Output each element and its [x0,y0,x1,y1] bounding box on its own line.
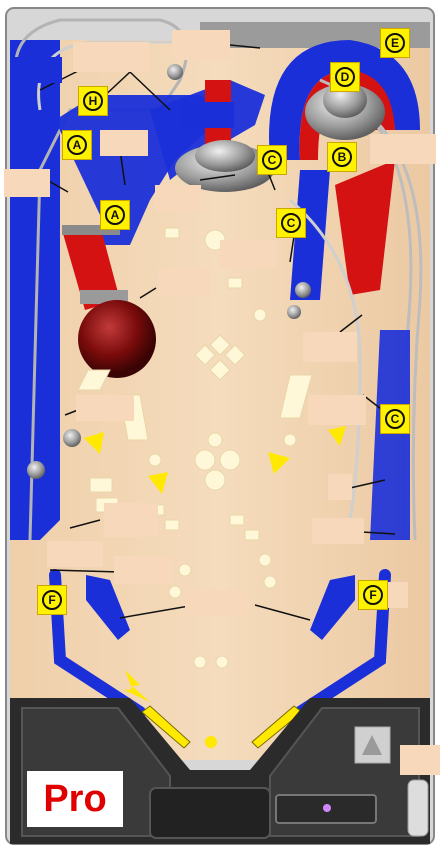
label-box [73,42,149,72]
label-box [47,541,103,567]
steel-ball-1 [63,429,81,447]
label-box [100,130,148,156]
steel-ball-4 [287,305,301,319]
callout-f: F [358,580,388,610]
callout-letter: H [83,91,103,111]
label-box [220,240,276,268]
callout-letter: A [67,135,87,155]
label-box [4,169,50,197]
callout-c: C [276,208,306,238]
blue-box [12,57,62,83]
center-post [205,736,217,748]
callout-e: E [380,28,410,58]
callout-letter: C [262,150,282,170]
apron-plunger-window [408,780,428,836]
apron-center-slot [150,788,270,838]
callout-letter: D [335,67,355,87]
label-box [76,395,134,421]
callout-c: C [257,145,287,175]
steel-ball-3 [295,282,311,298]
center-toy-dome [195,140,255,172]
callout-c: C [380,404,410,434]
label-box [114,556,172,584]
blue-box [182,102,234,128]
label-box [104,503,158,537]
apron-indicator [323,804,331,812]
pro-badge: Pro [27,771,123,827]
captive-red-ball [78,300,156,378]
callout-letter: B [332,147,352,167]
label-box [303,332,357,362]
label-box [308,395,366,425]
label-box [172,30,230,60]
callout-h: H [78,86,108,116]
steel-ball-5 [167,64,183,80]
callout-a: A [62,130,92,160]
callout-a: A [100,200,130,230]
label-box [158,268,210,296]
label-box [312,518,364,544]
callout-letter: C [281,213,301,233]
callout-letter: F [363,585,383,605]
label-box [400,745,440,775]
callout-b: B [327,142,357,172]
label-box [155,185,201,211]
callout-letter: F [42,590,62,610]
label-box [328,474,352,500]
callout-letter: A [105,205,125,225]
callout-f: F [37,585,67,615]
label-box [185,590,249,616]
steel-ball-2 [27,461,45,479]
callout-letter: E [385,33,405,53]
callout-letter: C [385,409,405,429]
label-box [370,134,436,164]
callout-d: D [330,62,360,92]
